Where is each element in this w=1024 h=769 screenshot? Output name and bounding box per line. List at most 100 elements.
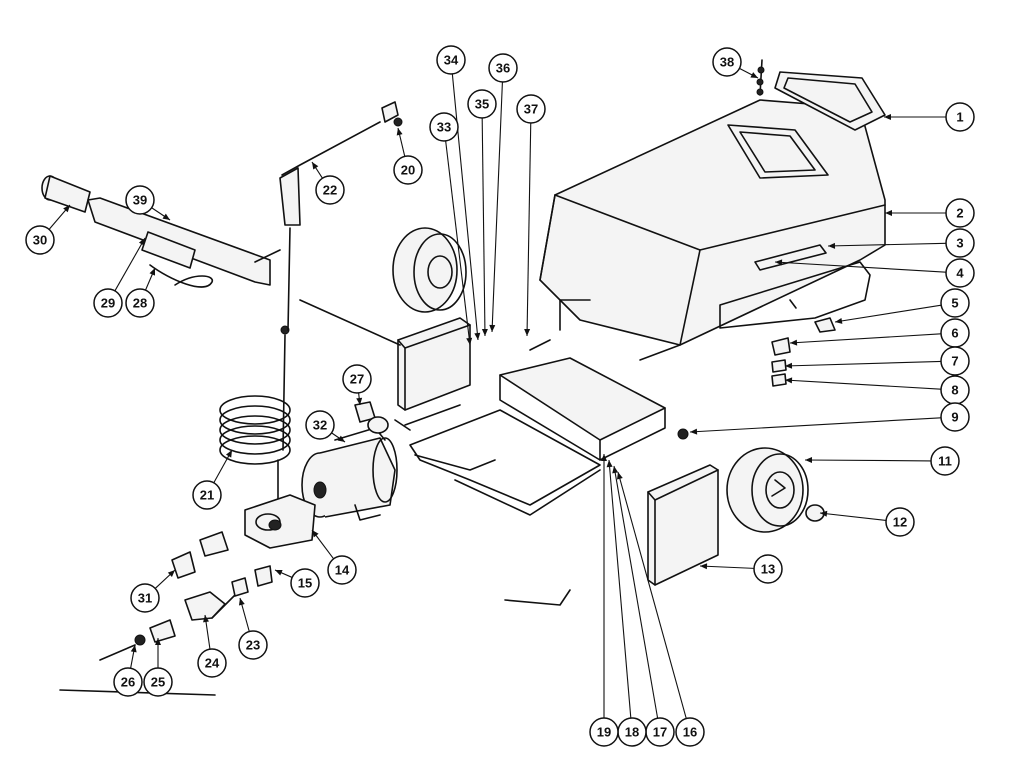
callout-35: 35 bbox=[467, 89, 497, 119]
callout-2: 2 bbox=[945, 198, 975, 228]
callout-circle-25 bbox=[143, 667, 173, 697]
callout-number-22: 22 bbox=[323, 183, 337, 198]
leader-arrow-37 bbox=[524, 328, 531, 336]
callout-11: 11 bbox=[930, 446, 960, 476]
callout-circle-35 bbox=[467, 89, 497, 119]
callout-circle-21 bbox=[192, 480, 222, 510]
window-lens bbox=[774, 71, 886, 131]
callout-number-8: 8 bbox=[951, 383, 958, 398]
leader-arrow-23 bbox=[238, 598, 245, 606]
callout-number-29: 29 bbox=[101, 296, 115, 311]
leader-line-18 bbox=[608, 459, 632, 719]
callout-37: 37 bbox=[516, 94, 546, 124]
callout-circle-32 bbox=[305, 410, 335, 440]
motor bbox=[301, 427, 398, 521]
callout-number-14: 14 bbox=[335, 563, 350, 578]
leader-arrow-34 bbox=[474, 332, 481, 340]
callout-25: 25 bbox=[143, 667, 173, 697]
leader-arrow-6 bbox=[790, 339, 798, 346]
callout-number-24: 24 bbox=[205, 656, 220, 671]
leader-line-36 bbox=[491, 81, 503, 333]
callout-circle-37 bbox=[516, 94, 546, 124]
callout-39: 39 bbox=[125, 185, 155, 215]
callout-number-26: 26 bbox=[121, 675, 135, 690]
callout-number-9: 9 bbox=[951, 410, 958, 425]
leader-arrow-27 bbox=[356, 397, 363, 405]
callout-circle-19 bbox=[589, 717, 619, 747]
callout-34: 34 bbox=[436, 45, 466, 75]
callout-circle-5 bbox=[940, 288, 970, 318]
callout-number-16: 16 bbox=[683, 725, 697, 740]
callout-21: 21 bbox=[192, 480, 222, 510]
callout-14: 14 bbox=[327, 555, 357, 585]
callout-labels: 1234567891112131415161718192021222324252… bbox=[25, 45, 975, 747]
leader-arrow-32 bbox=[337, 435, 345, 442]
callout-circle-36 bbox=[488, 53, 518, 83]
leader-line-17 bbox=[613, 465, 659, 719]
callout-circle-39 bbox=[125, 185, 155, 215]
callout-6: 6 bbox=[940, 318, 970, 348]
callout-number-28: 28 bbox=[133, 296, 147, 311]
leader-arrow-21 bbox=[225, 450, 232, 458]
callout-circle-2 bbox=[945, 198, 975, 228]
leader-line-4 bbox=[774, 261, 947, 273]
leader-arrow-11 bbox=[805, 457, 813, 464]
callout-33: 33 bbox=[429, 112, 459, 142]
callout-number-23: 23 bbox=[246, 638, 260, 653]
capacitor bbox=[354, 401, 389, 434]
callout-17: 17 bbox=[645, 717, 675, 747]
leader-arrow-3 bbox=[828, 242, 836, 249]
callout-number-21: 21 bbox=[200, 488, 214, 503]
pump bbox=[244, 494, 316, 549]
callout-32: 32 bbox=[305, 410, 335, 440]
callout-number-17: 17 bbox=[653, 725, 667, 740]
callout-circle-22 bbox=[315, 175, 345, 205]
leader-line-16 bbox=[617, 471, 687, 719]
mounting-bracket bbox=[394, 317, 471, 431]
leader-arrow-28 bbox=[149, 268, 155, 276]
leader-arrow-36 bbox=[489, 324, 496, 332]
leader-line-29 bbox=[114, 237, 146, 292]
callout-number-36: 36 bbox=[496, 61, 510, 76]
callout-number-19: 19 bbox=[597, 725, 611, 740]
callout-number-3: 3 bbox=[956, 236, 963, 251]
callout-12: 12 bbox=[885, 507, 915, 537]
leader-arrow-35 bbox=[481, 328, 488, 336]
leader-arrow-19 bbox=[601, 454, 607, 461]
hood-cover bbox=[539, 99, 886, 346]
callout-circle-26 bbox=[113, 667, 143, 697]
callout-number-2: 2 bbox=[956, 206, 963, 221]
callout-15: 15 bbox=[290, 568, 320, 598]
leader-lines bbox=[48, 67, 947, 719]
leader-line-3 bbox=[827, 242, 947, 247]
callout-circle-15 bbox=[290, 568, 320, 598]
callout-28: 28 bbox=[125, 288, 155, 318]
small-parts-right bbox=[677, 317, 836, 440]
callout-16: 16 bbox=[675, 717, 705, 747]
callout-number-25: 25 bbox=[151, 675, 165, 690]
leader-arrow-26 bbox=[130, 645, 137, 653]
callout-number-34: 34 bbox=[444, 53, 459, 68]
leader-arrow-17 bbox=[612, 466, 619, 474]
callout-30: 30 bbox=[25, 225, 55, 255]
callout-22: 22 bbox=[315, 175, 345, 205]
handle bbox=[41, 175, 281, 288]
callout-circle-7 bbox=[940, 346, 970, 376]
leader-arrow-1 bbox=[884, 114, 891, 120]
callout-circle-14 bbox=[327, 555, 357, 585]
leader-arrow-16 bbox=[616, 472, 623, 480]
leader-line-11 bbox=[804, 459, 932, 462]
callout-19: 19 bbox=[589, 717, 619, 747]
callout-number-35: 35 bbox=[475, 97, 489, 112]
callout-13: 13 bbox=[753, 554, 783, 584]
leader-line-6 bbox=[789, 333, 942, 344]
leader-arrow-31 bbox=[167, 570, 175, 577]
callout-number-18: 18 bbox=[625, 725, 639, 740]
callout-number-31: 31 bbox=[138, 591, 152, 606]
callout-number-7: 7 bbox=[951, 354, 958, 369]
leader-arrow-20 bbox=[396, 128, 403, 136]
callout-number-27: 27 bbox=[350, 372, 364, 387]
callout-number-32: 32 bbox=[313, 418, 327, 433]
